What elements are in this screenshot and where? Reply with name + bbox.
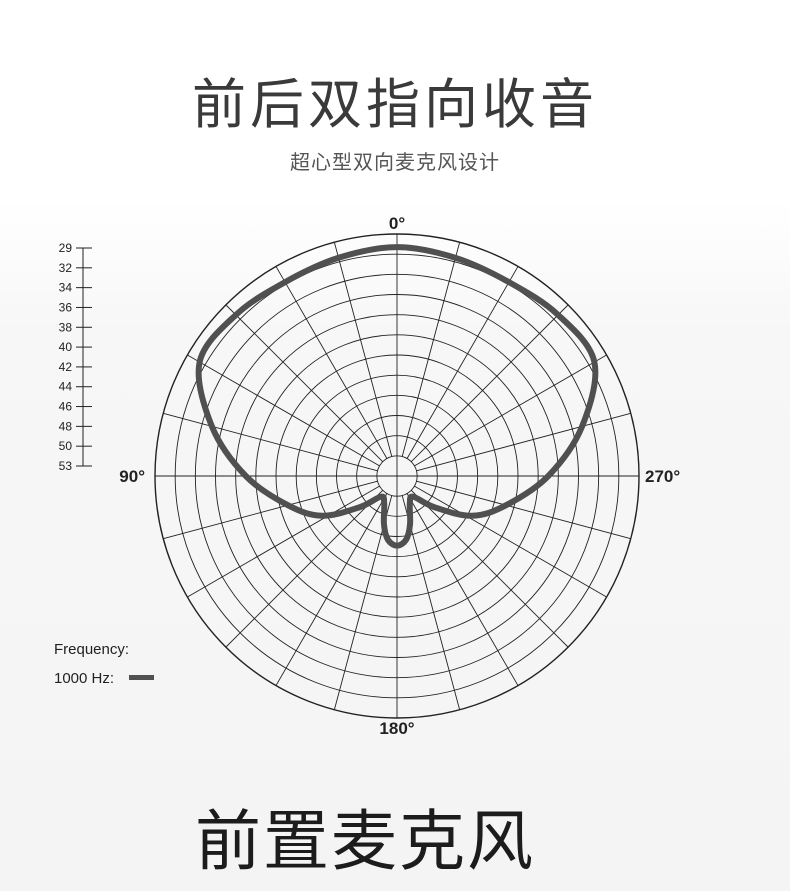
grid-spoke [401,242,461,457]
grid-spoke [163,480,378,540]
grid-spoke [414,485,607,598]
page-subtitle: 超心型双向麦克风设计 [290,150,500,174]
grid-spoke [406,493,519,686]
grid-spoke [406,266,519,459]
grid-spoke [225,489,384,648]
grid-spoke [410,489,569,648]
angle-label: 270° [645,467,680,486]
grid-spoke [333,242,393,457]
angle-label: 90° [119,467,145,486]
grid-spoke [187,354,380,467]
grid-spoke [410,304,569,463]
grid-spoke [414,354,607,467]
legend-item-label: 1000 Hz: [54,670,114,687]
scale-tick-label: 40 [59,340,73,354]
grid-spoke [187,485,380,598]
scale-tick-label: 44 [59,380,73,394]
angle-labels: 0° 90° 180° 270° [119,214,680,738]
scale-tick-label: 53 [59,459,73,473]
scale-tick-label: 42 [59,360,73,374]
scale-tick-label: 46 [59,400,73,414]
scale-tick-label: 34 [59,281,73,295]
grid-spoke [275,493,388,686]
scale-tick-label: 50 [59,439,73,453]
legend: Frequency: 1000 Hz: [54,641,154,687]
angle-label: 180° [379,719,414,738]
grid-spoke [416,412,631,472]
page-title: 前后双指向收音 [192,73,598,136]
series-line [195,244,599,549]
legend-swatch [129,675,154,680]
footer-title: 前置麦克风 [195,803,535,880]
grid-spoke [225,304,384,463]
grid-spoke [275,266,388,459]
scale-tick-label: 38 [59,320,73,334]
angle-label: 0° [389,214,405,233]
grid-spoke [416,480,631,540]
polar-grid [154,233,640,719]
scale-tick-label: 48 [59,419,73,433]
grid-spoke [163,412,378,472]
radial-scale: 29 32 34 36 38 40 42 44 46 48 50 53 [59,241,92,473]
series-layer [195,244,599,549]
scale-tick-label: 29 [59,241,73,255]
scale-tick-label: 32 [59,261,73,275]
legend-heading: Frequency: [54,641,129,658]
scale-tick-label: 36 [59,300,73,314]
